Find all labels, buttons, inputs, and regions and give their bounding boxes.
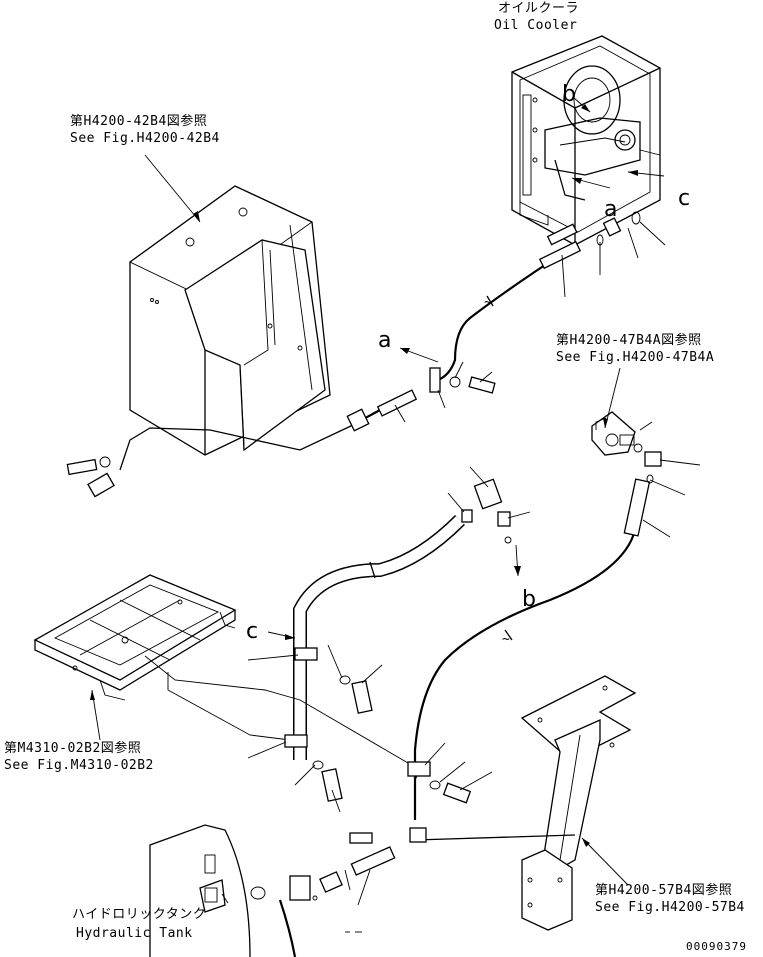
svg-text:~: ~ (484, 295, 492, 310)
callout-b-cooler: b (562, 82, 576, 107)
fig-m4310-label-jp: 第M4310-02B2図参照 (4, 740, 141, 756)
floor-frame (33, 574, 237, 701)
callout-c-left: c (246, 619, 258, 644)
svg-text:~: ~ (502, 632, 510, 647)
fig-47b4a-label-jp: 第H4200-47B4A図参照 (556, 332, 702, 348)
callout-a-left: a (378, 328, 391, 353)
hydraulic-tank-label-en: Hydraulic Tank (76, 926, 193, 941)
fig-47b4a-label-en: See Fig.H4200-47B4A (556, 350, 714, 365)
break-marks: ~ ~ (484, 295, 510, 647)
fig-57b4-label-jp: 第H4200-57B4図参照 (595, 882, 732, 898)
oil-cooler-assembly (511, 35, 661, 246)
fig-42b4-label-en: See Fig.H4200-42B4 (70, 131, 220, 146)
hydraulic-tank-label-jp: ハイドロリックタンク (72, 907, 206, 922)
hydraulic-tank (149, 824, 251, 957)
guard-housing (129, 185, 331, 456)
support-bracket (520, 675, 637, 931)
callout-c-cooler: c (678, 186, 690, 211)
callout-a-cooler: a (604, 197, 617, 222)
hose-lines (119, 264, 637, 957)
oil-cooler-label-en: Oil Cooler (494, 18, 577, 33)
oil-cooler-label-jp: オイルクーラ (498, 1, 579, 16)
drawing-number: 00090379 (686, 940, 747, 953)
fig-m4310-label-en: See Fig.M4310-02B2 (4, 758, 154, 773)
valve-block (591, 411, 636, 456)
callout-b-middle: b (522, 587, 536, 612)
fittings (66, 211, 662, 933)
callout-arrows (267, 97, 665, 640)
leader-lines (90, 154, 701, 906)
fig-42b4-label-jp: 第H4200-42B4図参照 (70, 113, 207, 129)
fig-57b4-label-en: See Fig.H4200-57B4 (595, 900, 745, 915)
